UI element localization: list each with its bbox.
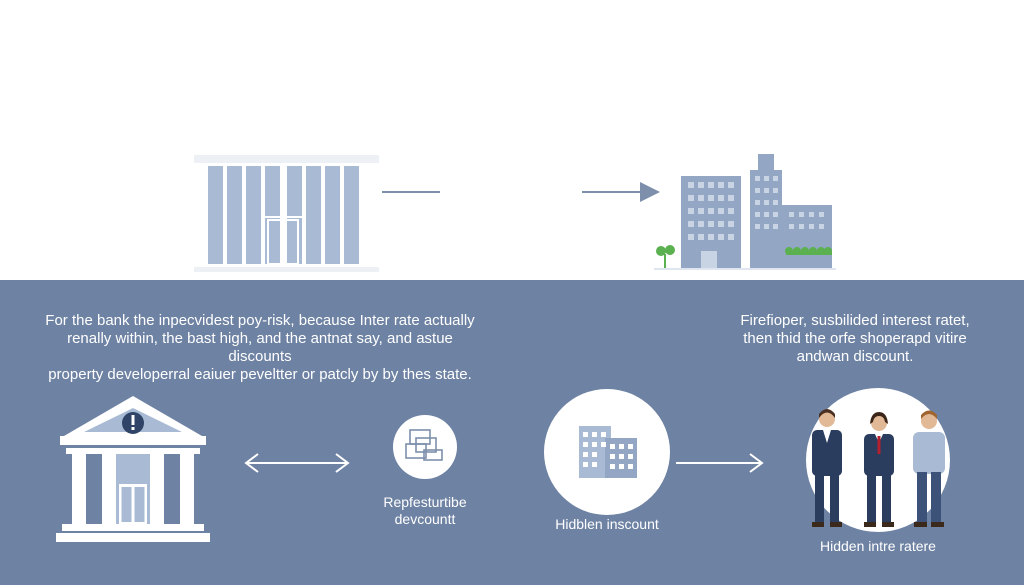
left-line-1: For the bank the inpecvidest poy-risk, b… (45, 312, 475, 329)
right-line-3: andwan discount. (796, 348, 914, 365)
document-caption: Repfesturtibe devcountt (360, 494, 490, 528)
stacked-documents-icon (393, 415, 457, 479)
top-scene (0, 0, 1024, 280)
arrow-right-icon (582, 182, 660, 202)
bank-warning-icon (56, 396, 210, 542)
left-line-3: property developerral eaiuer peveltter o… (48, 366, 472, 383)
right-line-2: then thid the orfe shoperapd vitire (743, 330, 967, 347)
document-caption-line-2: devcountt (394, 511, 456, 527)
business-people-icon (806, 388, 950, 532)
people-caption: Hidden intre ratere (820, 538, 936, 554)
right-description: Firefioper, susbilided interest ratet, t… (710, 312, 1000, 366)
office-buildings-icon (544, 389, 670, 515)
right-line-1: Firefioper, susbilided interest ratet, (740, 312, 970, 329)
left-description: For the bank the inpecvidest poy-risk, b… (40, 312, 480, 384)
arrow-right-icon (676, 453, 764, 473)
buildings-caption: Hidblen inscount (555, 516, 659, 532)
document-caption-line-1: Repfesturtibe (383, 494, 467, 510)
double-arrow-icon (244, 453, 350, 473)
office-building-icon (194, 155, 379, 272)
city-skyscrapers-icon (654, 154, 836, 270)
connector-line (382, 191, 440, 193)
left-line-2: renally within, the bast high, and the a… (67, 330, 453, 365)
